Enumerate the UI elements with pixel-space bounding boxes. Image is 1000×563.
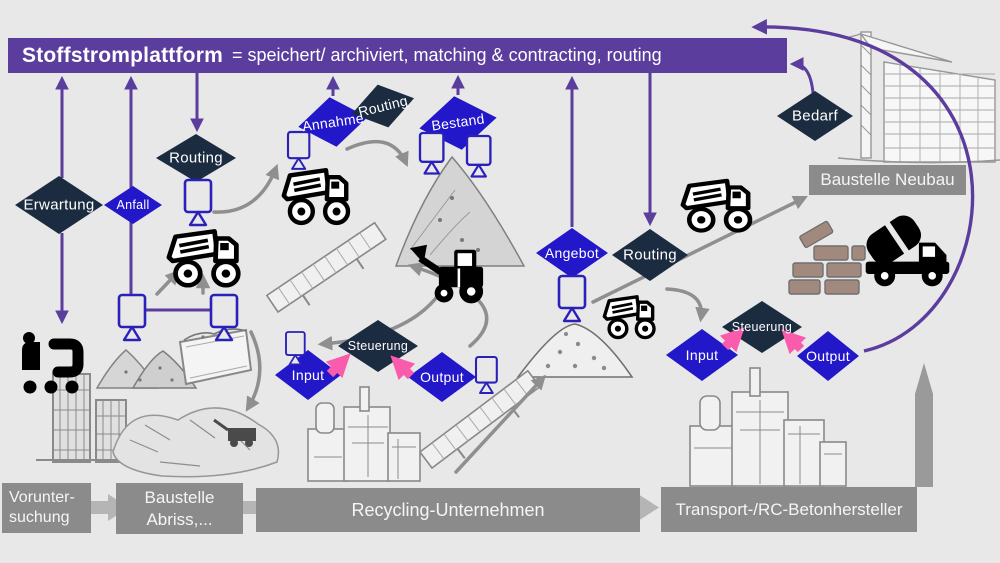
diamond-label-steuerung-left: Steuerung xyxy=(347,339,409,353)
gravel-pile-sketch xyxy=(516,323,634,378)
diamond-routing-top xyxy=(351,84,415,128)
dump-truck-icon xyxy=(284,170,348,223)
platform-banner: Stoffstromplattform = speichert/ archivi… xyxy=(8,38,787,73)
concrete-mixer-truck-icon xyxy=(865,215,950,287)
dump-truck-icon xyxy=(602,295,656,340)
arrow-truck-to-input-right xyxy=(665,287,710,323)
stage-recycling-unternehmen-label: Recycling-Unternehmen xyxy=(351,499,545,520)
diamond-label-steuerung-right: Steuerung xyxy=(731,320,793,334)
diamond-anfall xyxy=(104,186,162,224)
demolition-site-sketch xyxy=(112,407,280,478)
monitor-icon xyxy=(418,131,445,175)
brick-wall-icon xyxy=(788,220,866,295)
diamond-routing-left xyxy=(156,134,236,182)
diamond-label-output-right: Output xyxy=(806,348,850,364)
monitor-icon xyxy=(474,355,498,395)
pink-arrow-output-right xyxy=(781,329,807,355)
diamond-label-input-right: Input xyxy=(685,347,719,363)
diamond-label-routing-mid: Routing xyxy=(623,246,677,264)
stage-baustelle-abriss-line1: Baustelle xyxy=(144,488,215,508)
diamond-label-anfall: Anfall xyxy=(116,198,150,212)
monitor-icon xyxy=(183,178,213,227)
arrow-monitor-to-truck xyxy=(212,163,280,214)
baustelle-neubau-label: Baustelle Neubau xyxy=(809,165,966,195)
diamond-label-routing-left: Routing xyxy=(169,149,223,167)
diamond-shapes xyxy=(15,84,859,402)
arrow-container-to-demolition xyxy=(245,330,262,412)
diamond-annahme xyxy=(298,97,368,147)
chevron-arrow xyxy=(88,494,129,521)
up-arrow xyxy=(915,363,933,487)
diamond-label-angebot: Angebot xyxy=(544,245,600,261)
monitor-icon xyxy=(465,134,492,178)
pink-arrow-output-left xyxy=(390,355,416,381)
route-icon xyxy=(22,332,84,394)
debris-container-sketch xyxy=(178,328,253,386)
monitor-icon xyxy=(557,274,587,323)
diamond-output-right xyxy=(797,331,859,381)
dump-truck-icon xyxy=(683,181,750,231)
stage-voruntersuchung: Vorunter- suchung xyxy=(2,483,91,533)
monitor-icon xyxy=(286,130,311,170)
conveyor-belt-left-sketch xyxy=(265,221,387,314)
stage-transport-rc-betonhersteller-label: Transport-/RC-Betonhersteller xyxy=(675,499,903,519)
arc-neubau-feedback xyxy=(751,18,975,353)
stage-baustelle-abriss-line2: Abriss,... xyxy=(146,509,213,529)
diamond-angebot xyxy=(536,228,608,278)
platform-subtitle: = speichert/ archiviert, matching & cont… xyxy=(231,45,662,65)
platform-title: Stoffstromplattform xyxy=(22,43,223,67)
stage-baustelle-abriss: Baustelle Abriss,... xyxy=(116,483,243,534)
wheel-loader-icon xyxy=(410,244,484,304)
diamond-label-output-left: Output xyxy=(420,369,464,385)
pink-arrow-input-right xyxy=(719,327,745,353)
arrow-plant-to-gravel xyxy=(454,374,546,474)
stage-voruntersuchung-line1: Vorunter- xyxy=(9,489,75,506)
stage-recycling-unternehmen: Recycling-Unternehmen xyxy=(256,488,640,532)
stage-voruntersuchung-line2: suchung xyxy=(9,509,70,526)
diamond-label-bedarf: Bedarf xyxy=(792,107,838,125)
diamond-bedarf xyxy=(777,91,853,141)
recycling-plant-sketch xyxy=(307,386,421,482)
arrow-crusher-to-pile xyxy=(407,262,489,348)
stage-transport-rc-betonhersteller: Transport-/RC-Betonhersteller xyxy=(661,487,917,532)
pink-arrow-input-left xyxy=(325,353,351,379)
diamond-output-left xyxy=(408,352,476,402)
diamond-routing-mid xyxy=(612,229,688,281)
monitor-icon xyxy=(117,293,147,342)
diamond-label-input-left: Input xyxy=(291,367,325,383)
diamond-erwartung xyxy=(15,176,103,234)
crane-building-sketch xyxy=(837,31,1000,164)
arc-bedarf-to-platform xyxy=(789,57,815,94)
diamond-label-erwartung: Erwartung xyxy=(23,196,95,214)
arrow-truck-to-pile xyxy=(345,139,409,168)
concrete-plant-sketch xyxy=(689,367,847,487)
arrow-truck-to-neubau xyxy=(591,195,808,304)
big-rubble-pile-sketch xyxy=(394,155,526,267)
